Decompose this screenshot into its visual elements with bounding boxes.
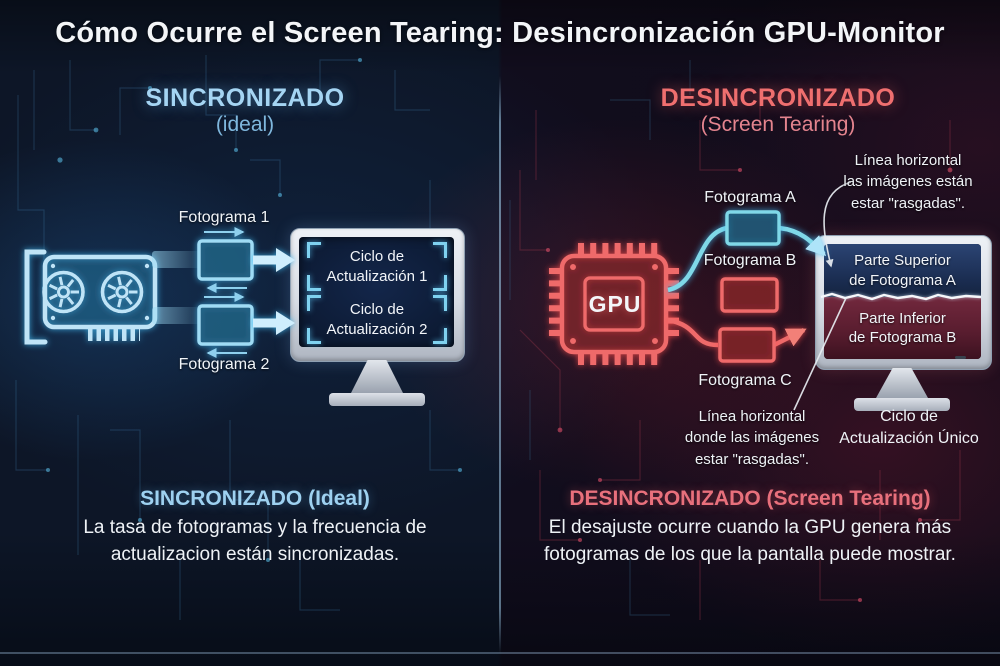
frame-c-label: Fotograma C xyxy=(698,372,792,389)
left-panel-heading: SINCRONIZADO xyxy=(145,84,345,112)
arrow-right-icon xyxy=(253,248,295,335)
signal-beam xyxy=(152,251,200,268)
fan-icon xyxy=(100,270,144,314)
bottom-divider-horizontal xyxy=(0,652,1000,654)
single-refresh-cycle-label: Ciclo de Actualización Único xyxy=(839,408,979,447)
bracket-corner-icon xyxy=(307,242,321,258)
frame-b-box xyxy=(720,277,779,313)
frame-a-label: Fotograma A xyxy=(704,189,796,206)
bracket-corner-icon xyxy=(433,328,447,344)
gpu-card-icon xyxy=(24,249,158,345)
refresh-cycle-1-label: Ciclo de Actualización 1 xyxy=(326,248,428,285)
right-monitor-power-led xyxy=(955,356,966,359)
right-monitor-base xyxy=(854,398,950,411)
left-panel-subheading: (ideal) xyxy=(215,113,275,136)
right-panel-subheading: (Screen Tearing) xyxy=(700,113,856,136)
left-caption-body: La tasa de fotogramas y la frecuencia de… xyxy=(83,517,427,565)
refresh-cycle-2-label: Ciclo de Actualización 2 xyxy=(326,301,428,338)
frame-1-label: Fotograma 1 xyxy=(178,209,270,226)
left-caption-title: SINCRONIZADO (Ideal) xyxy=(140,487,370,510)
bracket-corner-icon xyxy=(433,275,447,291)
frame-1-box xyxy=(197,227,254,293)
bracket-corner-icon xyxy=(307,328,321,344)
tear-annotation-top: Línea horizontal las imágenes están esta… xyxy=(843,152,973,212)
connector-gpu-to-frame-c xyxy=(667,317,719,348)
frame-a-box xyxy=(725,210,781,246)
right-caption-body: El desajuste ocurre cuando la GPU genera… xyxy=(544,517,956,565)
frame-c-box xyxy=(718,327,776,363)
frame-2-label: Fotograma 2 xyxy=(178,356,270,373)
refresh-cycle-2-bracket: Ciclo de Actualización 2 xyxy=(307,295,447,344)
left-monitor-base xyxy=(329,393,425,406)
frame-b-label: Fotograma B xyxy=(703,252,797,269)
screen-bottom-frame-b: Parte Inferior de Fotograma B xyxy=(824,297,981,359)
screen-top-frame-a: Parte Superior de Fotograma A xyxy=(824,244,981,297)
gpu-card-screws xyxy=(50,263,150,321)
gpu-chip-label: GPU xyxy=(588,291,642,317)
signal-beam xyxy=(152,307,200,324)
right-caption-title: DESINCRONIZADO (Screen Tearing) xyxy=(569,487,931,510)
bracket-corner-icon xyxy=(307,275,321,291)
page-title: Cómo Ocurre el Screen Tearing: Desincron… xyxy=(55,17,945,49)
bracket-corner-icon xyxy=(433,242,447,258)
right-monitor-screen: Parte Superior de Fotograma A Parte Infe… xyxy=(824,244,981,359)
panel-divider-vertical xyxy=(499,76,501,654)
bracket-corner-icon xyxy=(307,295,321,311)
arrow-frame-c-to-monitor xyxy=(772,327,807,348)
left-monitor-stand xyxy=(351,360,403,393)
left-monitor-screen xyxy=(299,237,454,347)
right-panel-heading: DESINCRONIZADO xyxy=(660,84,896,112)
frame-flow-connectors xyxy=(667,225,827,348)
refresh-cycle-1-bracket: Ciclo de Actualización 1 xyxy=(307,242,447,291)
frame-2-box xyxy=(197,292,254,358)
right-monitor-stand xyxy=(876,368,928,398)
tear-annotation-bottom: Línea horizontal donde las imágenes esta… xyxy=(684,408,820,468)
fan-icon xyxy=(42,270,85,314)
bracket-corner-icon xyxy=(433,295,447,311)
